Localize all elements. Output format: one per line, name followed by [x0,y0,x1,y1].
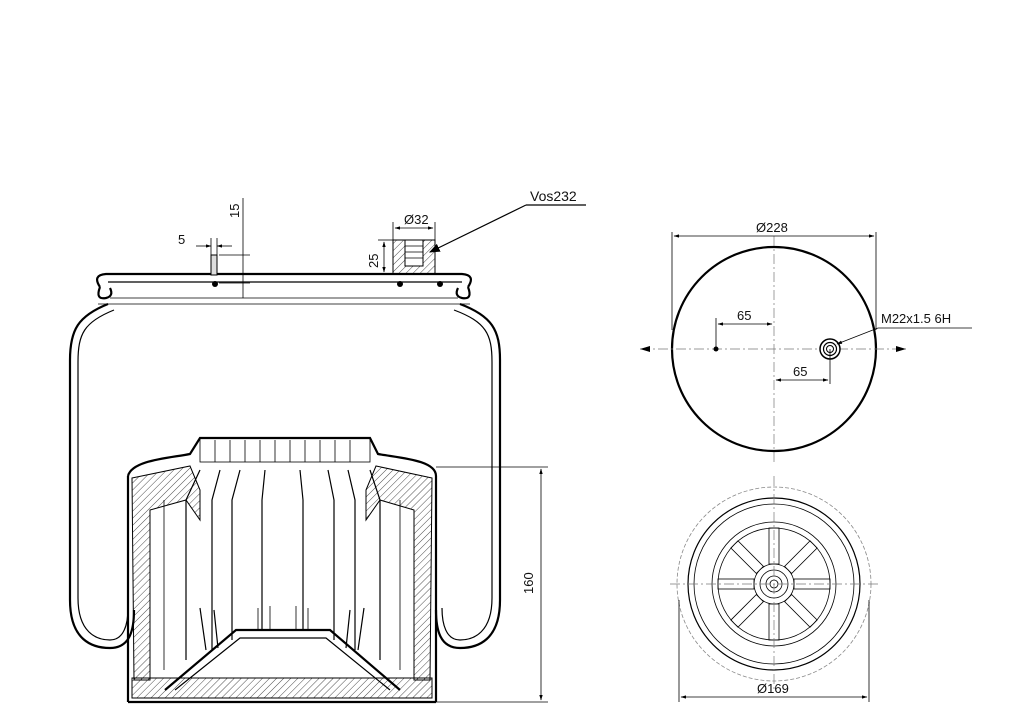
thread-callout-label: M22x1.5 6H [881,311,951,326]
piston-spokes [717,527,831,641]
dimension-fitting-height: 25 [366,239,393,275]
dimension-bolt-offset: 5 [178,232,232,258]
bolt-height-label: 15 [227,204,242,218]
dimension-bolt-height: 15 [219,198,250,298]
piston [126,436,438,704]
bottom-view: Ø169 [670,476,878,702]
fitting-diameter-label: Ø32 [404,212,429,227]
dimension-left-offset: 65 [717,308,773,326]
left-offset-label: 65 [737,308,751,323]
top-plate [96,272,472,305]
fitting-callout-label: Vos232 [530,188,577,204]
dimension-piston-height: 160 [436,466,548,703]
dimension-plate-diameter: Ø228 [671,220,877,330]
side-view: 5 15 Ø32 25 Vos232 160 [68,188,586,704]
dimension-right-offset: 65 [775,349,831,384]
bolt-offset-label: 5 [178,232,185,247]
fitting-callout: Vos232 [429,188,586,253]
right-offset-label: 65 [793,364,807,379]
thread-callout: M22x1.5 6H [836,311,972,345]
fitting-height-label: 25 [366,254,381,268]
plate-diameter-label: Ø228 [756,220,788,235]
piston-diameter-label: Ø169 [757,681,789,696]
dimension-piston-diameter: Ø169 [678,600,870,702]
top-view: Ø228 65 65 M22x1.5 6H [640,220,972,462]
piston-ribs [163,440,401,670]
air-fitting [392,239,436,275]
dimension-fitting-diameter: Ø32 [392,212,436,240]
mounting-bolt [210,254,218,276]
piston-height-label: 160 [521,572,536,594]
